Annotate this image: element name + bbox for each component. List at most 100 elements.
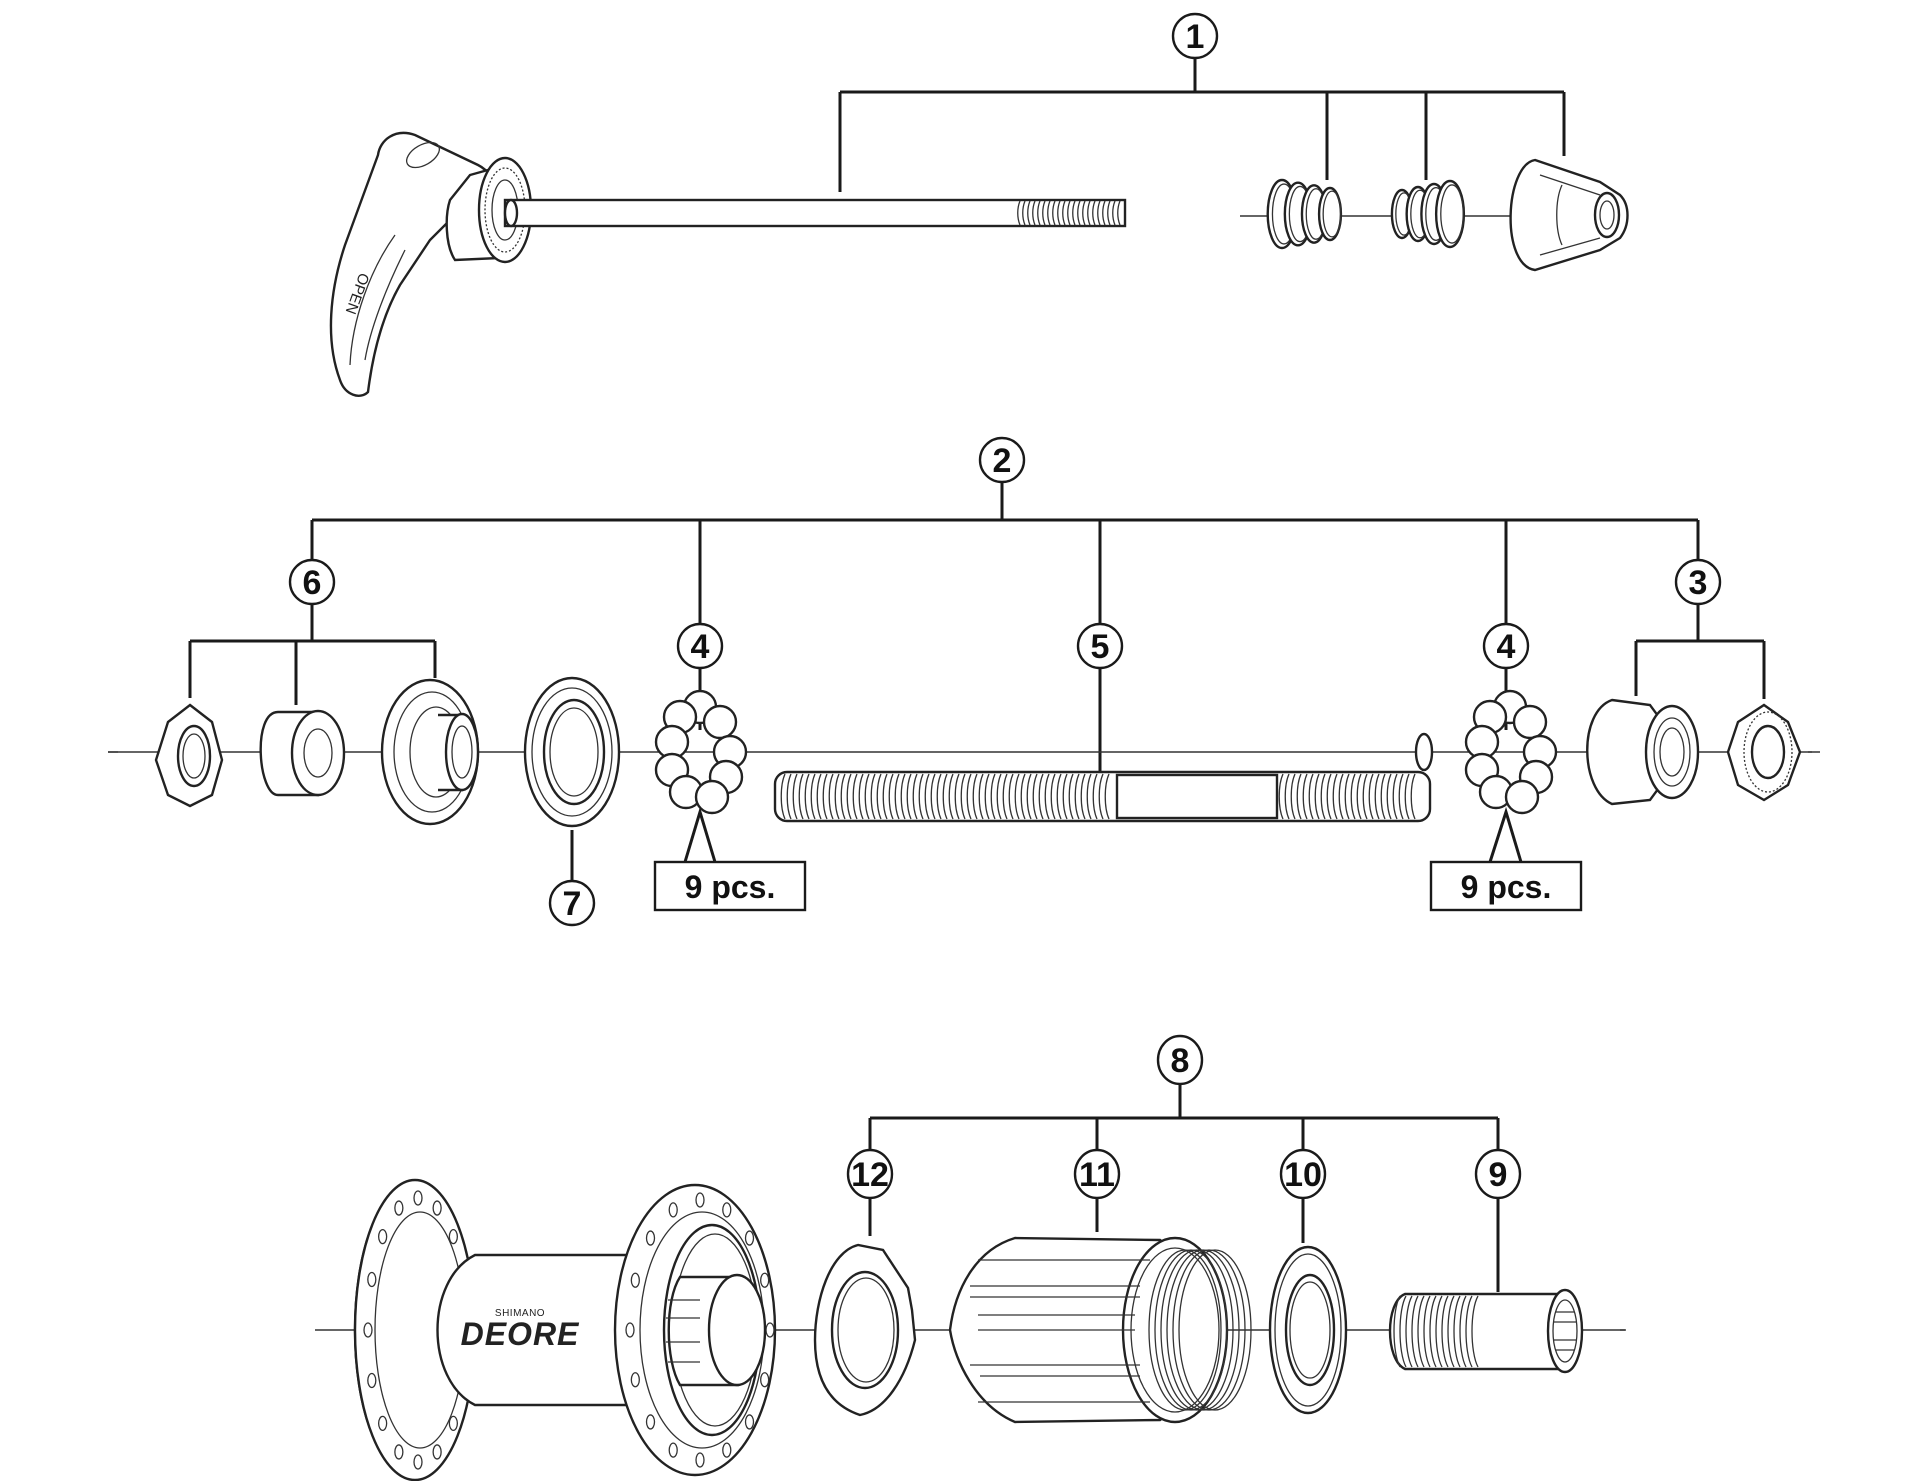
steel-balls-right[interactable]: [1464, 689, 1558, 815]
spoke-hole: [630, 1272, 640, 1288]
quick-release-lever[interactable]: OPEN: [329, 131, 533, 397]
thread-line: [1314, 773, 1320, 820]
spoke-hole: [645, 1414, 656, 1430]
thread-line: [984, 773, 990, 820]
lock-nut-left[interactable]: [154, 703, 224, 808]
thread-line: [1465, 1295, 1473, 1368]
thread-line: [1356, 773, 1362, 820]
thread-line: [1038, 773, 1044, 820]
thread-line: [1092, 773, 1098, 820]
callout-12[interactable]: 12: [846, 1148, 894, 1200]
hub-axle[interactable]: [773, 732, 1434, 823]
spoke-hole: [630, 1372, 640, 1388]
thread-line: [1290, 773, 1296, 820]
lock-nut-right[interactable]: [1726, 703, 1802, 802]
thread-line: [870, 773, 876, 820]
thread-line: [882, 773, 888, 820]
spoke-hole: [744, 1414, 755, 1430]
spoke-hole: [695, 1452, 705, 1468]
callout-3-label: 3: [1689, 564, 1708, 602]
callout-1-bracket: [838, 56, 1566, 192]
spring-left[interactable]: [1266, 178, 1343, 250]
spoke-hole: [377, 1415, 388, 1431]
thread-line: [1086, 773, 1092, 820]
thread-line: [1057, 200, 1061, 226]
thread-line: [1344, 773, 1350, 820]
thread-line: [1062, 200, 1066, 226]
steel-balls-left[interactable]: [654, 689, 748, 815]
spoke-hole: [413, 1190, 423, 1206]
cone-left[interactable]: [380, 678, 480, 826]
callout-1-label: 1: [1186, 18, 1205, 56]
thread-line: [1386, 773, 1392, 820]
callout-7[interactable]: 7: [548, 879, 596, 927]
spring-right[interactable]: [1390, 179, 1466, 249]
thread-line: [1032, 200, 1036, 226]
thread-line: [1072, 200, 1076, 226]
thread-line: [1453, 1295, 1461, 1368]
callout-10-label: 10: [1284, 1156, 1322, 1194]
thread-line: [960, 773, 966, 820]
thread-line: [1459, 1295, 1467, 1368]
spoke-hole: [645, 1230, 656, 1246]
thread-line: [1047, 200, 1051, 226]
callout-10[interactable]: 10: [1279, 1148, 1327, 1200]
freehub-dust-cap[interactable]: [1268, 1245, 1348, 1415]
skewer-adjusting-nut[interactable]: [1509, 158, 1629, 272]
freehub-fixing-bolt[interactable]: [1388, 1288, 1584, 1374]
skewer-rod-threads: [1017, 200, 1121, 226]
thread-line: [966, 773, 972, 820]
spoke-hole: [744, 1230, 755, 1246]
cone-right[interactable]: [1586, 698, 1700, 806]
callout-2[interactable]: 2: [978, 436, 1026, 484]
spoke-hole: [625, 1322, 635, 1338]
thread-line: [948, 773, 954, 820]
callout-9[interactable]: 9: [1474, 1148, 1522, 1200]
callout-12-label: 12: [851, 1156, 889, 1194]
thread-line: [1022, 200, 1026, 226]
thread-line: [936, 773, 942, 820]
thread-line: [1393, 1295, 1401, 1368]
spacer[interactable]: [259, 709, 346, 797]
thread-line: [1017, 200, 1021, 226]
freehub-body[interactable]: [948, 1236, 1252, 1424]
thread-line: [1050, 773, 1056, 820]
thread-line: [1326, 773, 1332, 820]
thread-line: [1044, 773, 1050, 820]
callout-3[interactable]: 3: [1674, 558, 1722, 606]
thread-line: [1447, 1295, 1455, 1368]
quantity-note-right-text: 9 pcs.: [1461, 869, 1552, 905]
hub-body[interactable]: SHIMANO DEORE: [353, 1178, 777, 1481]
callout-7-label: 7: [563, 885, 582, 923]
freehub-spacer[interactable]: [813, 1243, 917, 1417]
callout-4-left[interactable]: 4: [676, 622, 724, 670]
skewer-section: 1 OPEN: [329, 12, 1629, 397]
callout-11[interactable]: 11: [1073, 1148, 1121, 1200]
steel-ball: [1504, 779, 1540, 815]
thread-line: [1284, 773, 1290, 820]
callout-6[interactable]: 6: [288, 558, 336, 606]
callout-6-label: 6: [303, 564, 322, 602]
thread-line: [1087, 200, 1091, 226]
callout-5[interactable]: 5: [1076, 622, 1124, 670]
thread-line: [858, 773, 864, 820]
spoke-hole: [668, 1442, 678, 1458]
thread-line: [1008, 773, 1014, 820]
callout-4-right[interactable]: 4: [1482, 622, 1530, 670]
callout-8[interactable]: 8: [1156, 1034, 1204, 1086]
spoke-hole: [394, 1200, 404, 1216]
callout-1[interactable]: 1: [1171, 12, 1219, 60]
spoke-hole: [448, 1229, 459, 1245]
thread-line: [1097, 200, 1101, 226]
fixing-bolt-threads: [1393, 1295, 1479, 1368]
dust-cap[interactable]: [523, 676, 621, 828]
thread-line: [780, 773, 786, 820]
thread-line: [978, 773, 984, 820]
thread-line: [786, 773, 792, 820]
skewer-rod[interactable]: [503, 198, 1127, 228]
thread-line: [1350, 773, 1356, 820]
thread-line: [834, 773, 840, 820]
thread-line: [924, 773, 930, 820]
thread-line: [1002, 773, 1008, 820]
